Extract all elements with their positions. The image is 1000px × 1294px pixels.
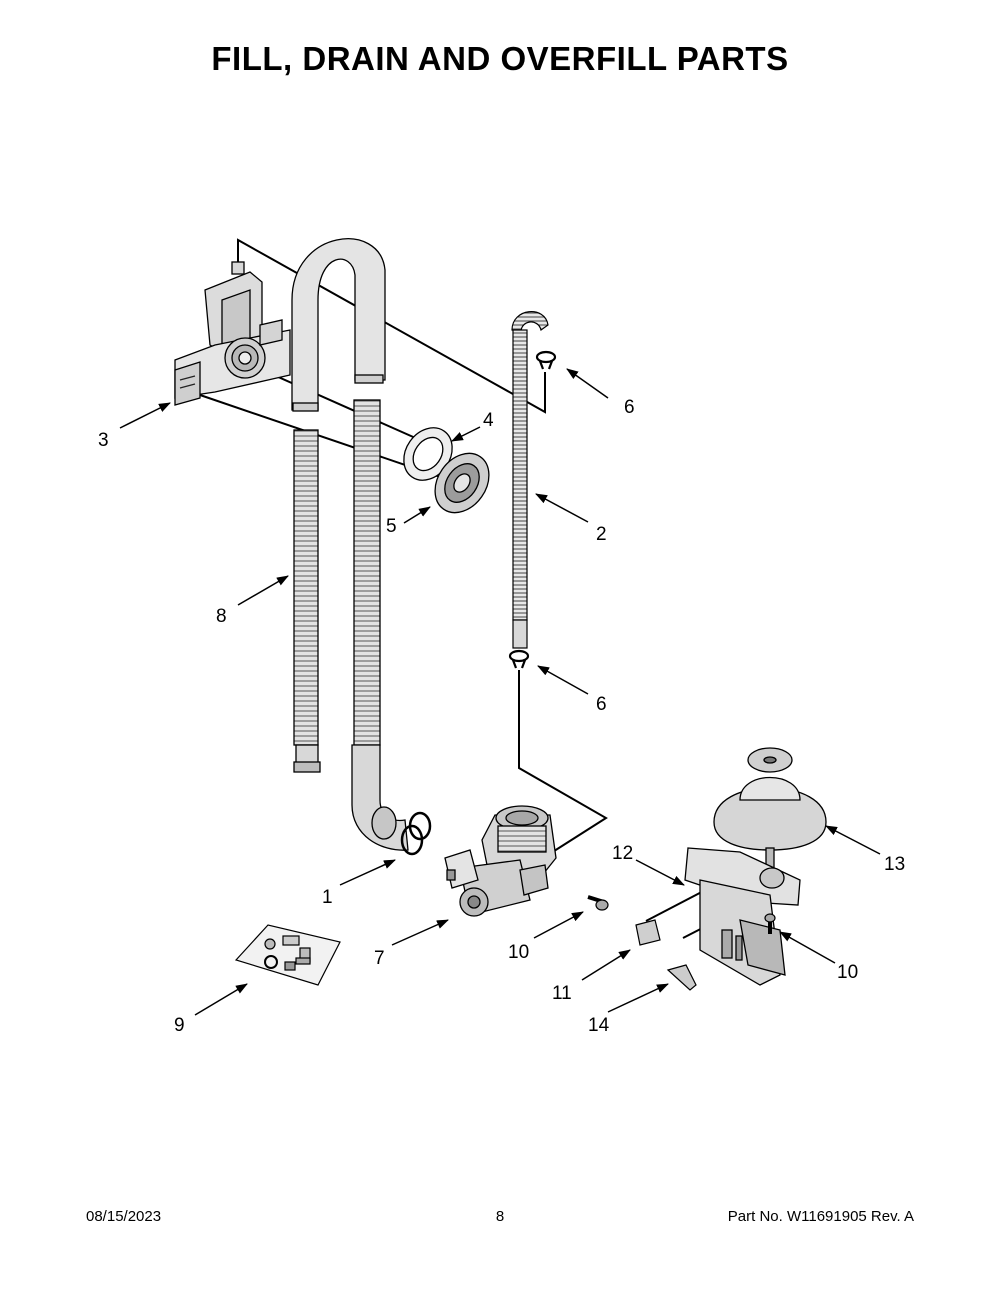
callout-arrows (119, 368, 881, 1016)
callout-2: 2 (596, 524, 607, 545)
callout-14: 14 (588, 1015, 610, 1036)
page-title: FILL, DRAIN AND OVERFILL PARTS (211, 40, 789, 77)
nut (434, 452, 490, 514)
callout-6-upper: 6 (624, 397, 635, 418)
callout-8: 9 (174, 1015, 185, 1036)
float (713, 747, 827, 871)
hose-clip-lower (508, 649, 530, 669)
hardware-bag (234, 924, 341, 986)
callout-11: 11 (552, 983, 572, 1004)
screw-valve (587, 895, 609, 911)
footer-part-info: Part No. W11691905 Rev. A (727, 1208, 914, 1225)
callout-3: 3 (98, 430, 109, 451)
drain-hose (291, 238, 409, 851)
callout-7: 7 (374, 948, 385, 969)
footer-date: 08/15/2023 (86, 1208, 162, 1225)
water-valve (444, 805, 557, 917)
callout-1: 1 (322, 887, 333, 908)
callout-6-lower: 6 (596, 694, 607, 715)
callout-9: 8 (216, 606, 227, 627)
hose-clip-upper (535, 350, 557, 370)
screw-bracket (764, 913, 776, 934)
callout-4: 4 (483, 410, 494, 431)
callout-5: 5 (386, 516, 397, 537)
callout-labels: 3 4 5 6 2 8 6 1 7 10 12 13 10 11 14 9 (98, 397, 905, 1036)
fill-hose (511, 311, 549, 649)
callout-13: 13 (884, 854, 905, 875)
callout-10-valve: 10 (508, 942, 529, 963)
actuator (666, 964, 697, 991)
hose-clamp (400, 811, 432, 856)
callout-10-bracket: 10 (837, 962, 858, 983)
vent-fill-bracket (174, 261, 291, 406)
switch (635, 919, 661, 946)
callout-12: 12 (612, 843, 633, 864)
float-bracket (684, 847, 801, 986)
connection-lines (199, 238, 758, 939)
footer-page-number: 8 (495, 1208, 505, 1225)
